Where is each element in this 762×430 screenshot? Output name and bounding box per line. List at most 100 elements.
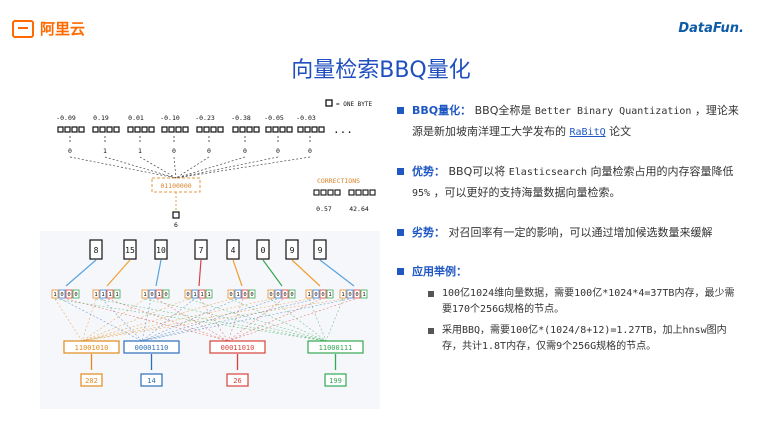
combined-bits-text: 01100000	[160, 182, 191, 190]
top-vector-bit: 0	[243, 147, 247, 155]
binary-bit: 1	[115, 292, 118, 298]
binary-bit: 0	[74, 292, 77, 298]
top-vector-bit: 0	[308, 147, 312, 155]
binary-bit: 1	[207, 292, 210, 298]
top-vector-value: 0.01	[128, 114, 144, 122]
index-to-bits-arrow	[319, 259, 355, 287]
binary-bit: 1	[157, 292, 160, 298]
top-vector-value: -0.09	[56, 114, 76, 122]
advantage-end: ，可以更好的支持海量数据向量检索。	[433, 186, 621, 199]
binary-bit-box	[241, 289, 249, 299]
vector-ellipsis: ...	[333, 123, 353, 136]
bbq-definition-end: 论文	[609, 125, 632, 138]
binary-bit-box	[274, 289, 282, 299]
output-decimal-box	[226, 373, 249, 387]
bullet-square-icon	[397, 107, 404, 114]
corrections-label: CORRECTIONS	[317, 177, 360, 185]
example-bbq-calculation: 采用BBQ，需要100亿*(1024/8+12)=1.27TB，加上hnsw图内…	[442, 325, 727, 352]
byte-square-icon	[232, 126, 239, 133]
index-card	[154, 239, 168, 260]
bit-routing-line	[325, 298, 344, 342]
byte-square-icon	[196, 126, 203, 133]
byte-square-icon	[57, 126, 64, 133]
rabitq-link[interactable]: RaBitQ	[569, 127, 606, 138]
advantage-part-1: BBQ可以将	[448, 165, 506, 178]
byte-square-icon	[203, 126, 210, 133]
binary-bit-box	[339, 289, 347, 299]
binary-bit-box	[312, 289, 320, 299]
binary-bit: 0	[243, 292, 246, 298]
index-card	[123, 239, 137, 260]
output-binary-value: 00011010	[221, 344, 255, 352]
example-label: 应用举例：	[412, 265, 467, 278]
correction-byte-icon	[362, 189, 369, 196]
binary-bit: 1	[236, 292, 239, 298]
bit-routing-line	[141, 298, 350, 342]
aggregation-arrow	[175, 156, 210, 179]
binary-bit-box	[162, 289, 170, 299]
binary-bit-box	[148, 289, 156, 299]
binary-bit: 1	[307, 292, 310, 298]
index-to-bits-arrow	[262, 259, 283, 287]
top-vector-value: -0.10	[160, 114, 180, 122]
top-vector-bit: 0	[172, 147, 176, 155]
correction-byte-icon	[369, 189, 376, 196]
binary-bit-box	[113, 289, 121, 299]
binary-bit-box	[65, 289, 73, 299]
byte-square-icon	[168, 126, 175, 133]
top-vector-value: 0.19	[93, 114, 109, 122]
index-value: 9	[290, 246, 295, 255]
bit-routing-line	[144, 298, 327, 342]
binary-bit: 0	[150, 292, 153, 298]
index-card	[285, 239, 299, 260]
index-to-bits-arrow	[198, 259, 202, 287]
bbq-definition-item: BBQ量化： BBQ全称是 Better Binary Quantization…	[397, 101, 742, 143]
aggregation-arrow	[139, 156, 177, 179]
byte-square-icon	[304, 126, 311, 133]
binary-bit: 0	[290, 292, 293, 298]
binary-bit-box	[227, 289, 235, 299]
bit-routing-line	[95, 298, 327, 342]
disadvantage-text: 劣势： 对召回率有一定的影响，可以通过增加候选数量来缓解	[412, 223, 713, 243]
aliyun-logo: 阿里云	[12, 18, 85, 39]
example-list-item: 100亿1024维向量数据，需要100亿*1024*4=37TB内存，最少需要1…	[428, 286, 742, 318]
binary-bit-box	[234, 289, 242, 299]
correction-byte-icon	[334, 189, 341, 196]
example-list: 100亿1024维向量数据，需要100亿*1024*4=37TB内存，最少需要1…	[428, 286, 742, 355]
byte-square-icon	[246, 126, 253, 133]
binary-bit-box	[106, 289, 114, 299]
bit-routing-line	[199, 298, 229, 342]
binary-bit-box	[198, 289, 206, 299]
top-vector-bit: 1	[103, 147, 107, 155]
output-decimal-box	[324, 373, 347, 387]
advantage-item: 优势： BBQ可以将 Elasticsearch 向量检索占用的内存容量降低 9…	[397, 162, 742, 204]
bullet-square-icon	[397, 168, 404, 175]
index-value: 8	[94, 246, 99, 255]
bit-routing-line	[141, 298, 278, 342]
binary-bit: 0	[314, 292, 317, 298]
binary-bit-box	[248, 289, 256, 299]
byte-square-icon	[113, 126, 120, 133]
binary-bit: 1	[328, 292, 331, 298]
aggregation-arrow	[69, 156, 177, 179]
binary-bit: 0	[321, 292, 324, 298]
index-value: 15	[125, 246, 135, 255]
byte-legend-icon	[325, 99, 333, 107]
binary-bit: 1	[53, 292, 56, 298]
top-vector-bit: 0	[207, 147, 211, 155]
top-vector-value: -0.03	[296, 114, 316, 122]
bbq-definition-part-1: BBQ全称是	[474, 104, 532, 117]
top-vector-bit: 0	[276, 147, 280, 155]
output-binary-box	[307, 340, 364, 354]
quantization-diagram-svg: = ONE BYTE-0.0900.1910.011-0.100-0.230-0…	[51, 99, 376, 387]
top-vector-value: -0.05	[264, 114, 284, 122]
bbq-full-name: Better Binary Quantization	[534, 106, 692, 117]
byte-square-icon	[217, 126, 224, 133]
index-card	[226, 239, 240, 260]
index-card	[194, 239, 208, 260]
top-vector-value: -0.38	[231, 114, 251, 122]
byte-square-icon	[92, 126, 99, 133]
binary-bit: 1	[362, 292, 365, 298]
binary-bit: 0	[283, 292, 286, 298]
byte-square-icon	[71, 126, 78, 133]
